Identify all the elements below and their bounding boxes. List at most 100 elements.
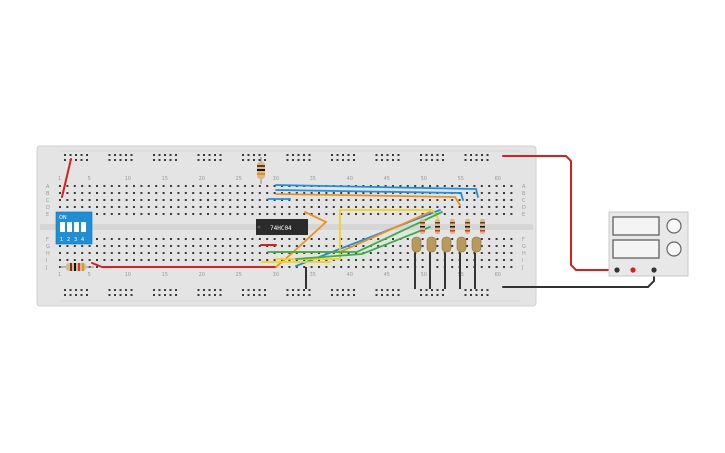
rail-hole[interactable] <box>75 154 77 156</box>
terminal-hole[interactable] <box>369 192 372 194</box>
terminal-hole[interactable] <box>207 185 209 187</box>
terminal-hole[interactable] <box>155 206 158 208</box>
terminal-hole[interactable] <box>244 192 246 194</box>
terminal-hole[interactable] <box>451 206 454 208</box>
rail-hole[interactable] <box>436 289 439 291</box>
terminal-hole[interactable] <box>96 259 98 261</box>
terminal-hole[interactable] <box>125 199 128 201</box>
terminal-hole[interactable] <box>362 206 365 208</box>
terminal-hole[interactable] <box>266 206 269 208</box>
wire-red-bottom-left[interactable] <box>91 262 277 268</box>
rail-hole[interactable] <box>197 289 200 291</box>
terminal-hole[interactable] <box>125 185 128 187</box>
rail-hole[interactable] <box>470 154 472 156</box>
rail-hole[interactable] <box>375 159 378 161</box>
terminal-hole[interactable] <box>355 192 357 194</box>
terminal-hole[interactable] <box>384 245 387 247</box>
terminal-hole[interactable] <box>458 199 461 201</box>
led-assembly-1[interactable] <box>411 219 425 253</box>
terminal-hole[interactable] <box>273 206 276 208</box>
rail-hole[interactable] <box>303 294 305 296</box>
led-assembly-4[interactable] <box>456 219 470 253</box>
terminal-hole[interactable] <box>214 199 217 201</box>
rail-hole[interactable] <box>397 159 400 161</box>
terminal-hole[interactable] <box>66 206 69 208</box>
terminal-hole[interactable] <box>207 206 209 208</box>
terminal-hole[interactable] <box>103 259 106 261</box>
rail-hole[interactable] <box>125 154 127 156</box>
terminal-hole[interactable] <box>399 266 402 268</box>
terminal-hole[interactable] <box>140 192 143 194</box>
rail-hole[interactable] <box>219 294 222 296</box>
terminal-hole[interactable] <box>384 266 387 268</box>
terminal-hole[interactable] <box>258 213 261 215</box>
terminal-hole[interactable] <box>251 206 254 208</box>
terminal-hole[interactable] <box>281 252 283 254</box>
terminal-hole[interactable] <box>258 252 261 254</box>
terminal-hole[interactable] <box>199 206 202 208</box>
terminal-hole[interactable] <box>236 206 239 208</box>
terminal-hole[interactable] <box>488 238 491 240</box>
rail-hole[interactable] <box>86 159 88 161</box>
rail-hole[interactable] <box>397 294 400 296</box>
rail-hole[interactable] <box>386 154 389 156</box>
terminal-hole[interactable] <box>184 259 187 261</box>
terminal-hole[interactable] <box>340 266 343 268</box>
terminal-hole[interactable] <box>310 206 313 208</box>
terminal-hole[interactable] <box>251 185 254 187</box>
rail-hole[interactable] <box>258 294 261 296</box>
terminal-hole[interactable] <box>295 259 298 261</box>
terminal-hole[interactable] <box>125 252 128 254</box>
terminal-hole[interactable] <box>355 252 357 254</box>
terminal-hole[interactable] <box>110 185 113 187</box>
terminal-hole[interactable] <box>214 245 217 247</box>
resistor-left[interactable] <box>60 263 94 271</box>
rail-hole[interactable] <box>125 159 127 161</box>
rail-hole[interactable] <box>258 289 261 291</box>
rail-hole[interactable] <box>64 289 66 291</box>
terminal-hole[interactable] <box>369 213 372 215</box>
terminal-hole[interactable] <box>184 192 187 194</box>
terminal-hole[interactable] <box>288 192 291 194</box>
terminal-hole[interactable] <box>421 252 424 254</box>
terminal-hole[interactable] <box>207 252 209 254</box>
terminal-hole[interactable] <box>325 199 328 201</box>
dip-switch[interactable]: ON 1 2 3 4 <box>55 211 93 245</box>
terminal-hole[interactable] <box>436 238 439 240</box>
terminal-hole[interactable] <box>392 245 394 247</box>
rail-hole[interactable] <box>425 289 428 291</box>
rail-hole[interactable] <box>292 289 294 291</box>
terminal-hole[interactable] <box>214 192 217 194</box>
rail-hole[interactable] <box>119 159 122 161</box>
terminal-hole[interactable] <box>251 238 254 240</box>
rail-hole[interactable] <box>470 289 472 291</box>
terminal-hole[interactable] <box>325 192 328 194</box>
terminal-hole[interactable] <box>125 245 128 247</box>
rail-hole[interactable] <box>308 154 311 156</box>
terminal-hole[interactable] <box>480 213 483 215</box>
rail-hole[interactable] <box>119 154 122 156</box>
rail-hole[interactable] <box>431 154 433 156</box>
rail-hole[interactable] <box>464 154 467 156</box>
rail-hole[interactable] <box>386 289 389 291</box>
rail-hole[interactable] <box>175 289 177 291</box>
terminal-hole[interactable] <box>147 245 150 247</box>
rail-hole[interactable] <box>308 159 311 161</box>
terminal-hole[interactable] <box>184 245 187 247</box>
rail-hole[interactable] <box>464 159 467 161</box>
terminal-hole[interactable] <box>510 238 513 240</box>
terminal-hole[interactable] <box>473 213 476 215</box>
terminal-hole[interactable] <box>303 259 306 261</box>
breadboard-holes[interactable] <box>59 154 513 296</box>
terminal-hole[interactable] <box>384 259 387 261</box>
terminal-hole[interactable] <box>347 266 350 268</box>
terminal-hole[interactable] <box>429 185 431 187</box>
terminal-hole[interactable] <box>451 238 454 240</box>
terminal-hole[interactable] <box>406 213 409 215</box>
terminal-hole[interactable] <box>466 192 468 194</box>
rail-hole[interactable] <box>247 159 250 161</box>
terminal-hole[interactable] <box>288 238 291 240</box>
terminal-hole[interactable] <box>510 192 513 194</box>
terminal-hole[interactable] <box>66 259 69 261</box>
terminal-hole[interactable] <box>184 199 187 201</box>
